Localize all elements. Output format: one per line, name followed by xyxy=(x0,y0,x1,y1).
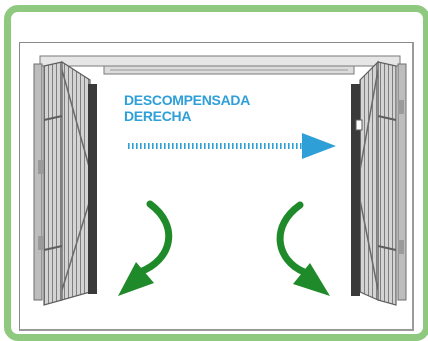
curved-arrow-down-right-icon xyxy=(276,201,330,296)
right-door xyxy=(351,60,407,306)
label-descompensada: DESCOMPENSADA xyxy=(124,92,251,108)
left-door xyxy=(33,60,97,306)
curved-arrow-down-left-icon xyxy=(118,200,173,296)
right-arrow-icon xyxy=(128,133,336,159)
top-rail xyxy=(39,55,401,75)
label-derecha: DERECHA xyxy=(124,108,192,124)
